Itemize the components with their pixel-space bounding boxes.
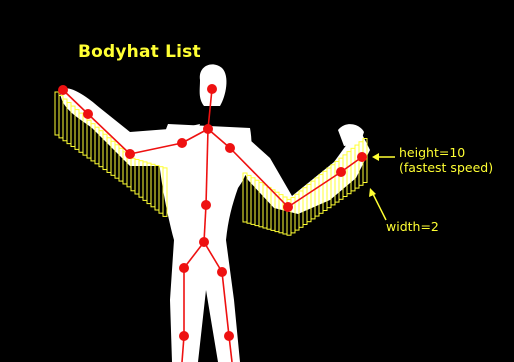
bodyhat-bar	[147, 163, 151, 204]
joint-hand-right	[357, 152, 367, 162]
joint-wrist-right	[336, 167, 346, 177]
joint-knee-left	[179, 331, 189, 341]
height-note: (fastest speed)	[399, 160, 493, 175]
height-label: height=10	[399, 145, 493, 160]
bodyhat-bar	[151, 164, 155, 207]
joint-shoulder-left	[177, 138, 187, 148]
joint-elbow-right	[283, 202, 293, 212]
joint-hip-left	[179, 263, 189, 273]
annotation-arrows	[369, 153, 395, 220]
width-arrowhead	[369, 188, 376, 197]
joint-shoulder-right	[225, 143, 235, 153]
joint-elbow-left	[125, 149, 135, 159]
bodyhat-bar	[55, 92, 59, 135]
bodyhat-bar	[155, 166, 159, 211]
width-annotation: width=2	[386, 219, 439, 234]
joint-head	[207, 84, 217, 94]
joint-spine	[201, 200, 211, 210]
height-arrowhead	[372, 153, 379, 161]
joint-hip-center	[199, 237, 209, 247]
joint-shoulder-center	[203, 124, 213, 134]
width-arrow	[372, 192, 386, 220]
joint-hip-right	[217, 267, 227, 277]
joint-wrist-left	[83, 109, 93, 119]
joint-hand-left	[58, 85, 68, 95]
bodyhat-bar	[139, 161, 143, 198]
joint-knee-right	[224, 331, 234, 341]
bodyhat-bar	[59, 96, 63, 138]
bodyhat-bar	[243, 173, 247, 222]
height-annotation: height=10 (fastest speed)	[399, 145, 493, 175]
page-title: Bodyhat List	[78, 42, 201, 62]
bodyhat-bar	[143, 162, 147, 201]
